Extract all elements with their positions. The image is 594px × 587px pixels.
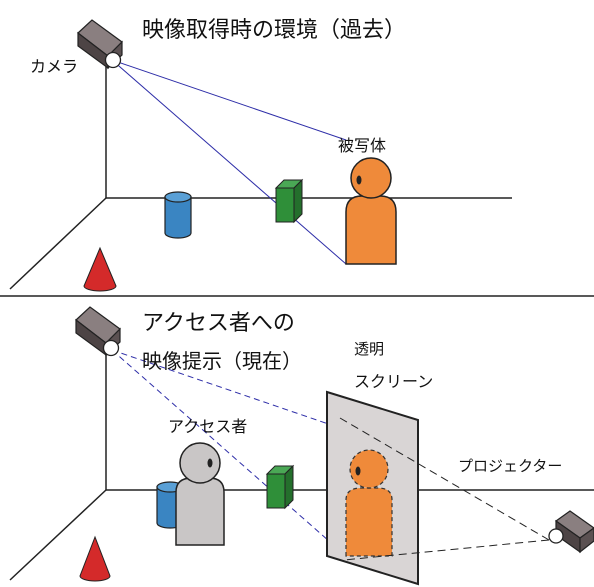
transparent-screen	[326, 390, 419, 586]
projected-subject-icon	[345, 487, 393, 557]
top-panel: 映像取得時の環境（過去） カメラ 被写体	[9, 18, 512, 292]
camera-label: カメラ	[30, 57, 78, 76]
bottom-panel-title-line2: 映像提示（現在）	[142, 349, 302, 373]
screen-label-line2: スクリーン	[354, 372, 433, 391]
bottom-panel: アクセス者への 映像提示（現在） 透明 スクリーン アクセス者 プロジェクター	[9, 306, 594, 586]
camera-icon	[77, 19, 123, 70]
subject-person-icon	[345, 157, 397, 265]
past-sightline-lower	[111, 349, 347, 557]
subject-label: 被写体	[338, 136, 386, 155]
projector-beam-upper	[339, 417, 550, 541]
red-cone-icon	[83, 246, 117, 292]
green-cube-icon	[265, 464, 295, 510]
screen-label-line1: 透明	[354, 340, 384, 358]
top-panel-title: 映像取得時の環境（過去）	[142, 18, 406, 43]
projector-label: プロジェクター	[458, 457, 562, 475]
side-floor-line	[9, 489, 107, 581]
sightline-upper	[111, 59, 347, 141]
sightline-lower	[111, 59, 347, 265]
bottom-panel-title-line1: アクセス者への	[142, 311, 295, 336]
projector-beam-lower	[343, 539, 550, 561]
accessor-label: アクセス者	[168, 417, 247, 436]
green-cube-icon	[274, 178, 304, 224]
projector-icon	[548, 510, 594, 554]
accessor-person-icon	[175, 442, 225, 546]
side-floor-line	[9, 197, 107, 290]
red-cone-icon	[79, 535, 111, 582]
blue-cylinder-icon	[164, 191, 192, 239]
camera-icon	[75, 306, 121, 357]
past-sightline-upper	[111, 349, 347, 431]
